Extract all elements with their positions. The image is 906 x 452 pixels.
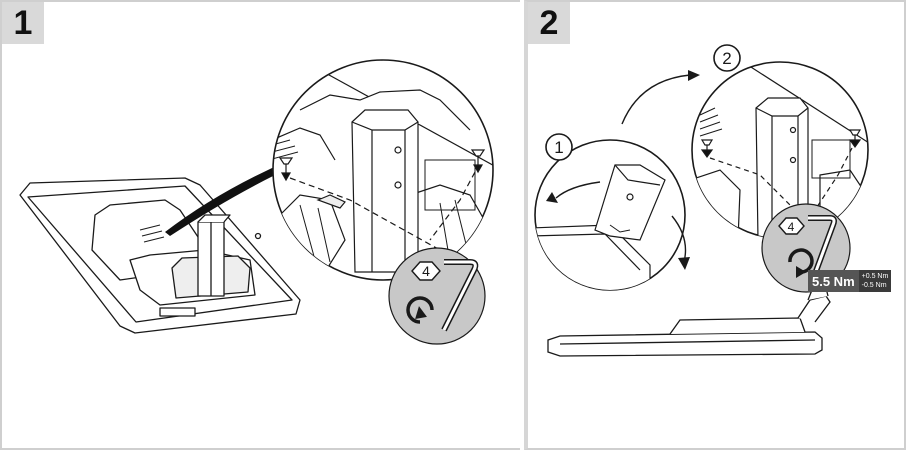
counterclockwise-rotate-icon (406, 296, 434, 324)
hex-key-size-icon (778, 217, 805, 235)
torque-value: 5.5 Nm (808, 270, 859, 292)
order-number-second: 2 (722, 49, 731, 68)
step-1-hex-size: 4 (422, 263, 430, 279)
hex-key-size-icon (411, 261, 441, 281)
step-1-zoom-detail (272, 59, 494, 281)
torque-tolerance: +0.5 Nm -0.5 Nm (858, 270, 892, 292)
step-1-tool-callout (388, 247, 486, 345)
rotation-arrow-icon (555, 181, 601, 199)
sequence-arrow (621, 74, 691, 125)
torque-spec-label: 5.5 Nm +0.5 Nm -0.5 Nm (808, 270, 892, 292)
step-2-zoom-detail-first (534, 139, 690, 291)
torque-tolerance-plus: +0.5 Nm (861, 273, 889, 280)
screw-icon (700, 129, 862, 159)
clockwise-rotate-icon (788, 248, 814, 274)
monitor-back-illustration (19, 177, 301, 334)
screw-icon (278, 149, 486, 182)
step-2-hex-size: 4 (788, 220, 795, 234)
step-2-number: 2 (528, 2, 570, 44)
order-marker-second: 2 (713, 44, 741, 72)
torque-tolerance-minus: -0.5 Nm (861, 282, 887, 289)
step-1-number: 1 (2, 2, 44, 44)
monitor-side-illustration (547, 287, 831, 357)
zoom-leader (165, 160, 290, 236)
order-marker-first: 1 (545, 133, 573, 161)
order-number-first: 1 (554, 138, 563, 157)
